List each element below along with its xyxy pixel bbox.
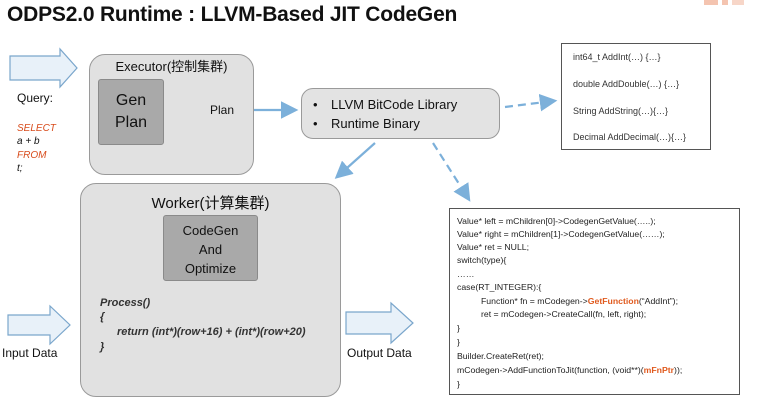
code-text: )); <box>674 365 683 375</box>
code-line: …… <box>457 269 475 279</box>
gen-plan-line-1: Gen <box>115 92 147 109</box>
code-line: Value* right = mChildren[1]->CodegenGetV… <box>457 229 665 239</box>
code-highlight-getfunction: GetFunction <box>587 296 639 306</box>
input-data-label: Input Data <box>2 346 58 360</box>
code-line: ret = mCodegen->CreateCall(fn, left, rig… <box>481 309 647 319</box>
code-line-getfunction: Function* fn = mCodegen->GetFunction(“Ad… <box>481 296 678 306</box>
code-line: Builder.CreateRet(ret); <box>457 351 544 361</box>
process-close-brace: } <box>100 341 105 353</box>
code-line: switch(type){ <box>457 255 507 265</box>
library-to-code-arrow <box>432 142 471 202</box>
library-item-label: Runtime Binary <box>331 116 420 131</box>
process-return: return (int*)(row+16) + (int*)(row+20) <box>117 326 306 338</box>
code-text: mCodegen->AddFunctionToJit(function, (vo… <box>457 365 644 375</box>
query-block-arrow <box>9 47 78 89</box>
sql-table: t; <box>17 163 23 174</box>
function-addstring: String AddString(…){…} <box>573 106 669 116</box>
query-label: Query: <box>17 91 54 105</box>
sql-select: SELECT <box>17 123 56 134</box>
functions-box <box>561 43 711 150</box>
corner-logo-fragment <box>704 0 744 5</box>
output-block-arrow <box>345 301 414 345</box>
bullet: • <box>313 97 318 112</box>
codegen-line-1: CodeGen <box>182 223 239 238</box>
gen-plan-line-2: Plan <box>114 114 148 131</box>
codegen-line-3: Optimize <box>184 261 237 276</box>
code-text: (“AddInt”); <box>638 296 678 306</box>
function-addint: int64_t AddInt(…) {…} <box>573 52 661 62</box>
library-item-label: LLVM BitCode Library <box>331 97 458 112</box>
process-signature: Process() <box>100 297 151 309</box>
library-item-bitcode: • LLVM BitCode Library <box>313 97 457 112</box>
input-block-arrow <box>7 304 71 346</box>
worker-title: Worker(计算集群) <box>151 195 270 212</box>
library-to-functions-arrow <box>504 93 558 112</box>
code-line: Value* ret = NULL; <box>457 242 530 252</box>
library-to-worker-arrow <box>334 142 376 179</box>
code-line: } <box>457 323 460 333</box>
library-item-runtime: • Runtime Binary <box>313 116 420 131</box>
output-data-label: Output Data <box>347 346 412 360</box>
code-line: } <box>457 337 460 347</box>
code-line-addfunction: mCodegen->AddFunctionToJit(function, (vo… <box>457 365 682 375</box>
process-open-brace: { <box>100 311 105 323</box>
codegen-code-box <box>449 208 740 395</box>
library-box <box>301 88 500 139</box>
sql-from: FROM <box>17 150 47 161</box>
plan-label: Plan <box>210 103 235 117</box>
page-title: ODPS2.0 Runtime : LLVM-Based JIT CodeGen <box>7 3 458 26</box>
code-highlight-mfnptr: mFnPtr <box>643 365 675 375</box>
sql-expr: a + b <box>17 136 40 147</box>
executor-title: Executor(控制集群) <box>115 59 228 74</box>
function-adddecimal: Decimal AddDecimal(…){…} <box>573 132 687 142</box>
function-adddouble: double AddDouble(…) {…} <box>573 79 680 89</box>
code-line: case(RT_INTEGER):{ <box>457 282 542 292</box>
code-line: Value* left = mChildren[0]->CodegenGetVa… <box>457 216 656 226</box>
code-line: } <box>457 379 460 389</box>
codegen-box: CodeGen And Optimize <box>163 215 258 281</box>
bullet: • <box>313 116 318 131</box>
codegen-line-2: And <box>198 242 223 257</box>
code-text: Function* fn = mCodegen-> <box>481 296 588 306</box>
gen-plan-box: Gen Plan <box>98 79 164 145</box>
